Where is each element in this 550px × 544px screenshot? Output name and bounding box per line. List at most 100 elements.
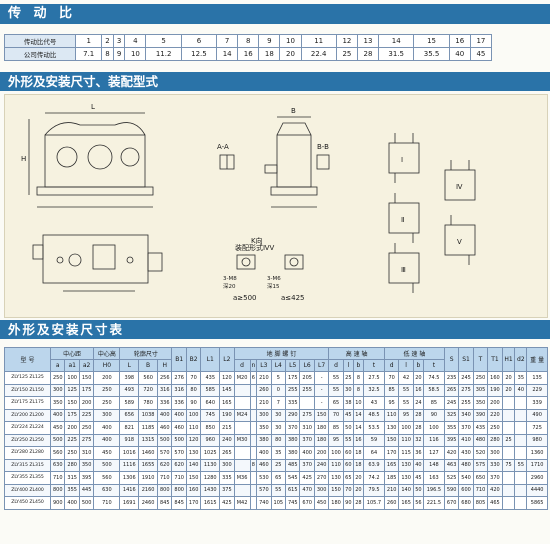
spec-cell-hd: 55 — [328, 383, 344, 397]
subhdr-cell: t — [422, 359, 445, 372]
gearbox-plan-body — [42, 234, 149, 284]
spec-cell-lt: 221.5 — [422, 496, 445, 510]
spec-cell-d — [233, 383, 251, 397]
spec-cell-a: 400 — [50, 408, 66, 422]
spec-cell-model: ZLY175 ZL175 — [3, 396, 52, 410]
hdr-s1: S1 — [458, 347, 474, 372]
hdr-d2: d2 — [514, 347, 528, 372]
assembly-caption: 装配形式ⅣⅤ — [235, 243, 274, 252]
spec-cell-a2: 275 — [78, 433, 95, 447]
spec-cell-l3: 210 — [256, 371, 272, 385]
spec-cell-lb: 45 — [412, 471, 424, 485]
subhdr-cell: b — [352, 359, 364, 372]
spec-cell-a2: 250 — [78, 421, 95, 435]
spec-cell-l3: 210 — [256, 396, 272, 410]
spec-cell-b2: 170 — [185, 496, 202, 510]
spec-cell-d: M24 — [233, 408, 251, 422]
spec-cell-a1: 355 — [64, 483, 80, 497]
plan-shaft-right — [147, 252, 163, 272]
spec-cell-hl: 25 — [342, 371, 354, 385]
spec-cell-a: 800 — [50, 483, 66, 497]
plan-inner-box — [92, 244, 116, 270]
spec-cell-lt: 116 — [422, 433, 445, 447]
spec-cell-n — [249, 383, 258, 397]
spec-cell-b2: 130 — [185, 446, 202, 460]
spec-cell-l3: 380 — [256, 433, 272, 447]
spec-cell-s1: 600 — [458, 483, 474, 497]
spec-cell-ll: 55 — [398, 383, 414, 397]
spec-cell-b: 1910 — [138, 471, 159, 485]
spec-cell-hl: 30 — [342, 383, 354, 397]
spec-cell-t1: 200 — [487, 396, 503, 410]
spec-cell-model: ZLY315 ZL315 — [3, 458, 52, 472]
spec-cell-hd: 55 — [328, 371, 344, 385]
subhdr-cell: a — [50, 359, 66, 372]
spec-cell-h1 — [501, 496, 516, 510]
spec-cell-l4: 105 — [270, 496, 287, 510]
subhdr-cell: l — [342, 359, 354, 372]
spec-cell-b: 1315 — [138, 433, 159, 447]
spec-cell-n — [249, 421, 258, 435]
spec-cell-t1: 465 — [487, 496, 503, 510]
assembly-drawing: L H A-A B B-B 装配形式ⅣⅤ K向 3-M8 深20 3-M6 深1… — [4, 94, 548, 318]
plan-hole-2 — [56, 256, 64, 264]
plan-hole-1 — [68, 253, 82, 267]
front-bearing-3 — [120, 147, 140, 167]
spec-cell-a2: 200 — [78, 396, 95, 410]
spec-cell-h: 845 — [157, 496, 173, 510]
subhdr-cell: t — [362, 359, 385, 372]
spec-cell-l1: 640 — [200, 396, 221, 410]
ratio-value-cell: 28 — [356, 47, 380, 61]
spec-cell-ll: 140 — [398, 483, 414, 497]
spec-cell-b1: 845 — [171, 496, 187, 510]
ratio-value-cell: 7.1 — [75, 47, 103, 61]
spec-cell-lb: 28 — [412, 408, 424, 422]
subhdr-cell: a2 — [78, 359, 95, 372]
spec-cell-s: 590 — [443, 483, 460, 497]
spec-cell-h: 570 — [157, 446, 173, 460]
subhdr-cell: b — [412, 359, 424, 372]
ratio-value-cell: 9 — [112, 47, 126, 61]
hdr-high-shaft: 高 速 轴 — [328, 347, 385, 360]
ratio-code-cell: 7 — [216, 34, 239, 48]
spec-cell-a2: 225 — [78, 408, 95, 422]
assembly-form-4 — [444, 160, 476, 201]
spec-cell-s: 265 — [443, 383, 460, 397]
spec-cell-ht: 74.2 — [362, 471, 385, 485]
spec-cell-h: 256 — [157, 371, 173, 385]
drawing-svg: L H A-A B B-B 装配形式ⅣⅤ K向 3-M8 深20 3-M6 深1… — [21, 103, 476, 302]
spec-cell-a: 630 — [50, 458, 66, 472]
spec-cell-s1: 480 — [458, 458, 474, 472]
hdr-s: S — [443, 347, 460, 372]
bolt-large: 3-M6 — [267, 276, 281, 282]
ratio-code-cell: 8 — [237, 34, 260, 48]
ratio-code-cell: 11 — [300, 34, 337, 48]
spec-cell-a: 300 — [50, 383, 66, 397]
spec-cell-a1: 280 — [64, 458, 80, 472]
spec-cell-lb: 50 — [412, 483, 424, 497]
side-base — [270, 186, 318, 196]
spec-cell-b: 1655 — [138, 458, 159, 472]
spec-cell-b1: 620 — [171, 458, 187, 472]
spec-cell-h: 316 — [157, 383, 173, 397]
spec-cell-l3: 570 — [256, 483, 272, 497]
spec-cell-h: 336 — [157, 396, 173, 410]
spec-cell-l6: 400 — [299, 446, 315, 460]
spec-cell-t1: 420 — [487, 483, 503, 497]
spec-cell-b1: 316 — [171, 383, 187, 397]
spec-cell-d2 — [514, 483, 528, 497]
spec-cell-a2: 395 — [78, 471, 95, 485]
spec-cell-hd: 180 — [328, 496, 344, 510]
spec-cell-d: M42 — [233, 496, 251, 510]
spec-cell-b1: 570 — [171, 446, 187, 460]
spec-cell-l7: 200 — [313, 446, 330, 460]
spec-cell-d2: 40 — [514, 383, 528, 397]
spec-cell-b: 1460 — [138, 446, 159, 460]
section-b-b — [316, 154, 330, 170]
spec-cell-lt: 74.5 — [422, 371, 445, 385]
spec-cell-hb: 18 — [352, 458, 364, 472]
ratio-code-cell: 1 — [75, 34, 103, 48]
spec-cell-n: 6 — [249, 371, 258, 385]
